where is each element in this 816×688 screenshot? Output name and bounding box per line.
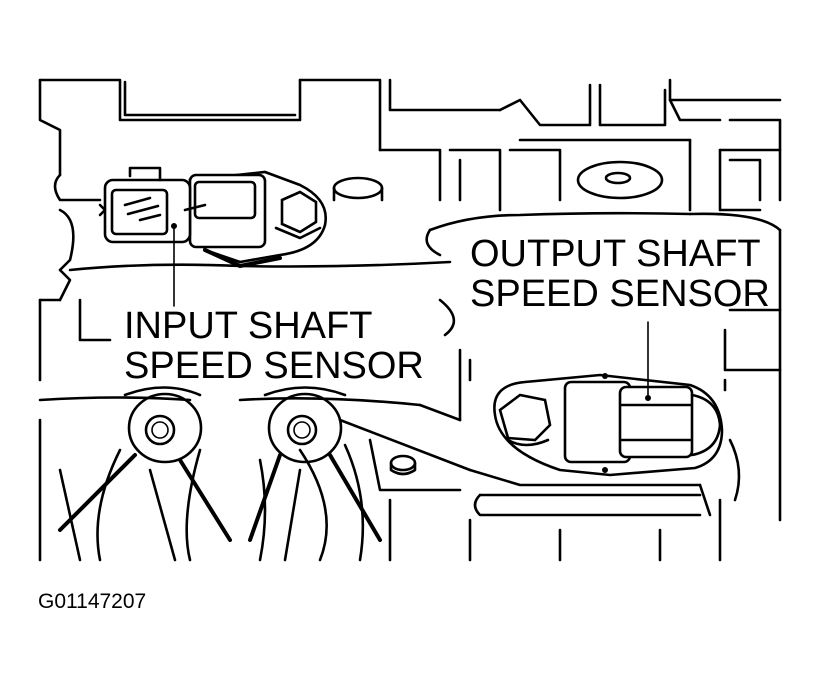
- output-shaft-speed-sensor: [493, 373, 724, 477]
- output-sensor-label-line1: OUTPUT SHAFT: [470, 233, 761, 275]
- case-casting-outline: [38, 78, 782, 562]
- output-sensor-label: OUTPUT SHAFT SPEED SENSOR: [470, 234, 770, 314]
- input-sensor-label: INPUT SHAFT SPEED SENSOR: [124, 306, 424, 386]
- input-shaft-speed-sensor: [98, 166, 328, 269]
- output-sensor-label-line2: SPEED SENSOR: [470, 273, 770, 315]
- case-boss-right: [263, 386, 347, 464]
- input-sensor-label-line2: SPEED SENSOR: [124, 345, 424, 387]
- input-sensor-label-line1: INPUT SHAFT: [124, 305, 373, 347]
- figure-code: G01147207: [38, 590, 147, 613]
- case-boss-left: [123, 386, 203, 464]
